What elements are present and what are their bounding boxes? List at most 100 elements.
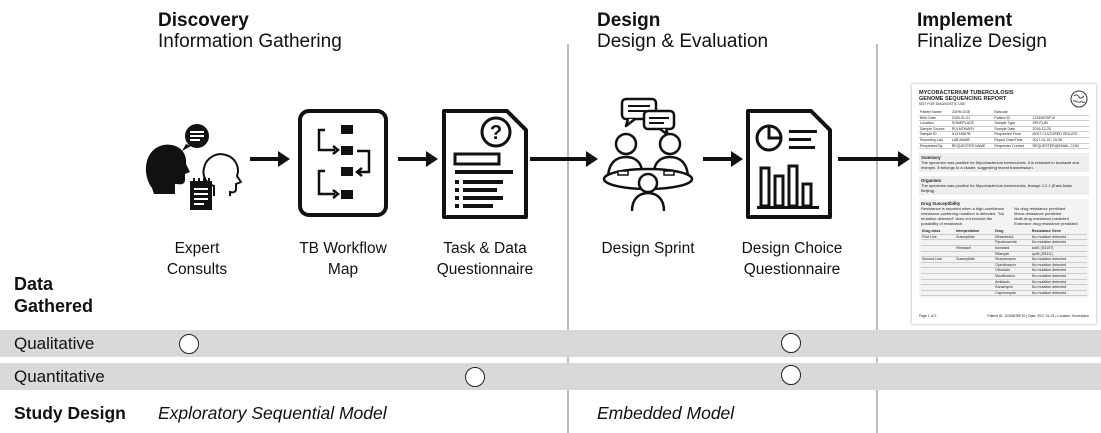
qualitative-band xyxy=(0,330,1101,357)
drug-cell: No mutation detected xyxy=(1030,284,1087,291)
drug-cell xyxy=(955,239,995,246)
report-field-cell: JOHN DOE xyxy=(950,110,994,116)
report-field-cell: Reporting Lab xyxy=(919,137,951,144)
heading-line: Data xyxy=(14,274,54,294)
drug-cell: Susceptible xyxy=(955,256,995,263)
drug-cell: Ofloxacin xyxy=(994,267,1031,274)
report-field-cell: Patient Name xyxy=(919,110,951,116)
study-model-discovery: Exploratory Sequential Model xyxy=(158,403,387,423)
design-sprint-icon xyxy=(602,97,694,212)
drug-cell xyxy=(955,273,995,280)
data-gathered-heading: Data Gathered xyxy=(14,273,93,317)
method-label-line: Expert xyxy=(174,240,220,257)
method-label-line: Map xyxy=(327,261,359,278)
drug-cell: Amikacin xyxy=(994,279,1031,286)
report-field-cell: REQUESTER NAME xyxy=(950,143,994,150)
report-field-cell: 1234567BF10 xyxy=(1031,115,1089,122)
drug-cell xyxy=(955,284,995,291)
phase-title: Discovery xyxy=(158,10,249,31)
method-label-line: Design Sprint xyxy=(601,240,695,257)
mark-qualitative-expert-consults xyxy=(179,334,199,354)
arrow-right-icon xyxy=(530,151,598,167)
section-heading: Organism xyxy=(921,178,942,184)
drug-cell xyxy=(921,279,956,286)
row-label-quantitative: Quantitative xyxy=(14,367,105,386)
section-heading: Drug Susceptibility xyxy=(921,201,961,207)
drug-cell xyxy=(921,267,956,274)
drug-cell: Rifampin xyxy=(994,251,1031,258)
arrow-right-icon xyxy=(838,151,910,167)
workflow-map-icon xyxy=(298,109,388,217)
report-field-cell: 2017-01-01, 15:36 xyxy=(1031,137,1089,144)
phase-implement: Implement Finalize Design xyxy=(917,10,1047,52)
arrow-right-icon xyxy=(250,151,290,167)
svg-text:?: ? xyxy=(490,122,502,144)
drug-cell: Resistance Gene xyxy=(1030,229,1087,235)
report-footer: Page 1 of 2 Patient ID: 1234567BF10 | Da… xyxy=(919,314,1089,319)
drug-cell xyxy=(921,262,956,269)
drug-cell: No mutation detected xyxy=(1030,262,1087,269)
arrow-right-icon xyxy=(703,151,743,167)
genome-report-thumbnail: MYCOBACTERIUM TUBERCULOSIS GENOME SEQUEN… xyxy=(912,84,1096,324)
drug-cell: No mutation detected xyxy=(1030,279,1087,286)
report-title: MYCOBACTERIUM TUBERCULOSIS xyxy=(919,90,1014,96)
report-field-cell: 2000-01-01 xyxy=(950,115,994,122)
report-field-cell: Sample Source xyxy=(919,126,951,133)
chart-document-icon xyxy=(746,109,832,219)
drug-cell: Resistant xyxy=(955,245,995,252)
method-label-line: Design Choice xyxy=(741,240,843,257)
method-label-line: Consults xyxy=(166,261,228,278)
report-field-cell: Report Date/Time xyxy=(993,137,1032,144)
drug-cell: Drug class xyxy=(921,229,956,235)
questionnaire-icon: ? xyxy=(442,109,528,219)
section-text: The specimen was positive for Mycobacter… xyxy=(921,160,1080,171)
drug-cell: Ciprofloxacin xyxy=(994,262,1031,269)
drug-cell: Susceptible xyxy=(955,234,995,241)
report-field-cell: Sample Type xyxy=(993,120,1032,127)
heading-line: Gathered xyxy=(14,296,94,316)
report-field-cell: Sample ID xyxy=(919,131,951,138)
report-field-cell: A1234567B xyxy=(950,131,994,138)
drug-cell xyxy=(955,262,995,269)
drug-cell: No mutation detected xyxy=(1030,256,1087,263)
phase-design: Design Design & Evaluation xyxy=(597,10,768,52)
method-label-design-choice: Design Choice Questionnaire xyxy=(730,238,854,280)
method-label-expert-consults: Expert Consults xyxy=(142,238,252,280)
report-field-cell: REQUESTER@EMAIL.COM xyxy=(1031,143,1089,150)
legend-item: Mono-resistance predicted xyxy=(1014,211,1062,217)
method-label-line: Task & Data xyxy=(443,240,527,257)
report-field-cell: Barcode xyxy=(993,110,1032,116)
section-heading: Summary xyxy=(921,155,941,161)
drug-cell: No mutation detected xyxy=(1030,239,1087,246)
report-field-cell: Patient ID xyxy=(993,115,1032,122)
report-field-cell: 2016-12-25 xyxy=(1031,126,1089,133)
drug-cell: No mutation detected xyxy=(1030,290,1087,297)
arrow-right-icon xyxy=(398,151,438,167)
mark-quantitative-task-questionnaire xyxy=(465,367,485,387)
drug-cell: Drug xyxy=(994,229,1031,235)
section-text: The specimen was positive for Mycobacter… xyxy=(921,183,1073,194)
legend-item: Multi-drug resistance predicted xyxy=(1014,216,1069,222)
report-field-cell: Location xyxy=(919,120,951,127)
report-field-cell: PULMONARY xyxy=(950,126,994,133)
report-field-cell: SOMEPLACE xyxy=(950,120,994,127)
report-drug-susceptibility: Drug Susceptibility Resistance is report… xyxy=(919,199,1089,299)
drug-cell xyxy=(921,251,956,258)
report-organism: Organism The specimen was positive for M… xyxy=(919,176,1089,196)
report-note: NOT FOR DIAGNOSTIC USE xyxy=(919,102,966,106)
drug-cell xyxy=(955,251,995,258)
globe-icon xyxy=(1070,90,1088,108)
method-label-line: TB Workflow xyxy=(299,240,387,257)
study-model-design: Embedded Model xyxy=(597,403,735,423)
report-summary: Summary The specimen was positive for My… xyxy=(919,153,1089,173)
mark-qualitative-design-choice xyxy=(781,333,801,353)
method-label-design-sprint: Design Sprint xyxy=(588,238,708,259)
drug-cell: Kanamycin xyxy=(994,284,1031,291)
